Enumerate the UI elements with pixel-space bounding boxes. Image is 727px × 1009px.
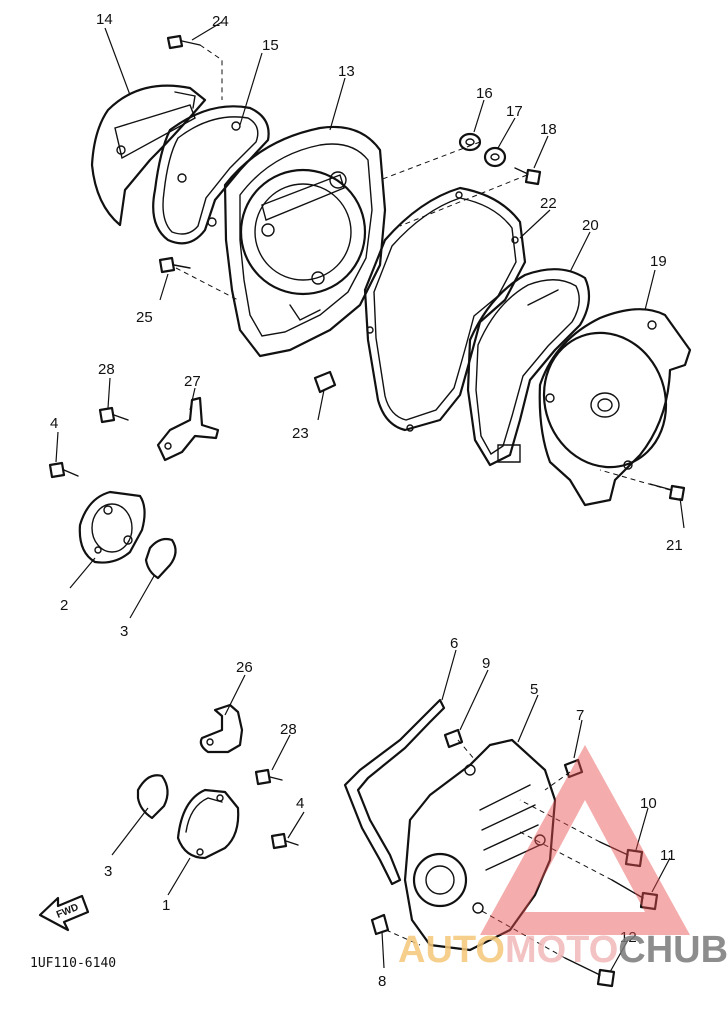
callout-2: 2 — [60, 597, 68, 614]
callout-21: 21 — [666, 537, 683, 554]
callout-25: 25 — [136, 309, 153, 326]
callout-4-lower: 4 — [296, 795, 304, 812]
part-13-crankcase-cover — [223, 125, 387, 358]
part-26-bracket — [199, 703, 244, 754]
callout-28-lower: 28 — [280, 721, 297, 738]
diagram-code: 1UF110-6140 — [30, 956, 116, 971]
part-6-gasket — [343, 698, 446, 886]
watermark-moto: MOTO — [505, 929, 618, 971]
callout-7: 7 — [576, 707, 584, 724]
fwd-arrow-icon: FWD — [38, 894, 90, 932]
part-24-bolt — [166, 34, 201, 50]
part-8-clip — [370, 913, 390, 936]
part-14-cover-plate — [90, 84, 207, 227]
callout-19: 19 — [650, 253, 667, 270]
leader-lines — [55, 21, 685, 973]
part-16-collar — [458, 132, 482, 152]
part-7-collar — [563, 758, 584, 779]
callout-3-upper: 3 — [120, 623, 128, 640]
part-2-cover — [78, 490, 146, 564]
svg-text:AUTOMOTOCHUB: AUTOMOTOCHUB — [398, 929, 727, 971]
alignment-lines-upper — [175, 44, 671, 491]
callout-20: 20 — [582, 217, 599, 234]
callout-28-upper: 28 — [98, 361, 115, 378]
callout-1: 1 — [162, 897, 170, 914]
part-18-bolt — [514, 167, 542, 186]
part-3-gasket-lower — [136, 774, 169, 820]
callout-5: 5 — [530, 681, 538, 698]
callout-10: 10 — [640, 795, 657, 812]
part-20-gasket — [466, 268, 591, 467]
part-5-cover — [403, 738, 557, 952]
callout-22: 22 — [540, 195, 557, 212]
callout-3-lower: 3 — [104, 863, 112, 880]
callout-26: 26 — [236, 659, 253, 676]
callout-13: 13 — [338, 63, 355, 80]
part-27-bracket — [156, 396, 220, 462]
part-12-bolt — [564, 957, 616, 988]
callout-6: 6 — [450, 635, 458, 652]
part-22-gasket — [363, 186, 527, 432]
callout-27: 27 — [184, 373, 201, 390]
part-10-bolt — [599, 841, 644, 868]
part-23-dowel — [313, 370, 337, 394]
watermark-hub: CHUB — [618, 929, 727, 971]
callout-24: 24 — [212, 13, 229, 30]
callout-15: 15 — [262, 37, 279, 54]
part-11-bolt — [611, 879, 659, 911]
part-15-gasket — [152, 105, 270, 245]
callout-14: 14 — [96, 11, 113, 28]
part-28-bolt-lower — [254, 768, 283, 786]
callout-9: 9 — [482, 655, 490, 672]
part-21-bolt — [649, 483, 686, 502]
callout-23: 23 — [292, 425, 309, 442]
callout-12: 12 — [620, 929, 637, 946]
callout-18: 18 — [540, 121, 557, 138]
part-25-bolt — [158, 256, 191, 274]
callout-8: 8 — [378, 973, 386, 990]
part-9-dowel — [443, 728, 464, 749]
part-4-bolt-lower — [270, 832, 299, 850]
callout-16: 16 — [476, 85, 493, 102]
watermark-triangle — [480, 745, 690, 935]
watermark-auto: AUTO — [398, 929, 505, 971]
callout-11: 11 — [660, 847, 676, 864]
part-1-cover — [176, 788, 240, 860]
callout-4-upper: 4 — [50, 415, 58, 432]
alignment-lines-lower — [385, 739, 613, 959]
part-3-gasket-upper — [144, 537, 177, 580]
part-28-bolt-upper — [98, 406, 129, 424]
watermark-logo: AUTOMOTOCHUB — [398, 745, 727, 971]
callout-17: 17 — [506, 103, 523, 120]
part-4-bolt-upper — [48, 461, 79, 479]
part-17-washer — [483, 146, 507, 168]
part-19-generator-cover — [538, 308, 692, 507]
